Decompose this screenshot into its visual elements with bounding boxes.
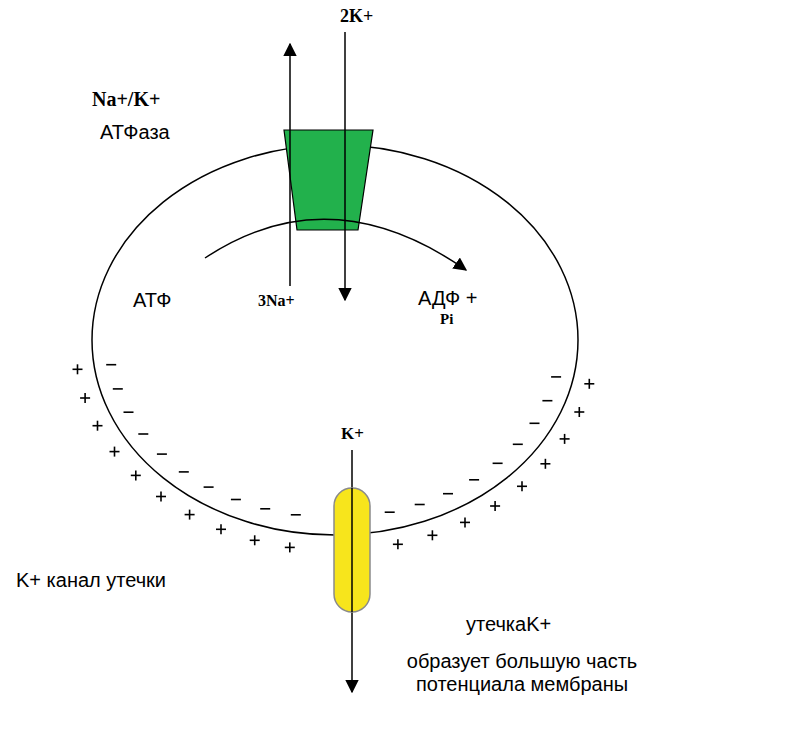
sign-bar	[385, 511, 395, 513]
sign-bar	[157, 453, 167, 455]
sign-bar	[254, 535, 256, 545]
minus-sign	[231, 499, 241, 500]
plus-sign	[131, 470, 141, 480]
sign-bar	[588, 379, 590, 389]
sign-bar	[84, 393, 86, 403]
ion-label: K+	[341, 424, 364, 444]
leak-channel-symbol	[334, 488, 370, 612]
sign-bar	[415, 504, 425, 506]
sign-bar	[124, 411, 134, 413]
atp-arrow	[205, 219, 466, 270]
sign-bar	[135, 470, 137, 480]
plus-sign	[540, 459, 550, 469]
sign-bar	[521, 481, 523, 491]
sign-bar	[97, 421, 99, 431]
plus-sign	[393, 539, 403, 549]
minus-sign	[179, 471, 189, 472]
note-text: утечкаK+	[466, 613, 551, 636]
plus-sign	[93, 421, 103, 431]
charge-signs	[73, 364, 595, 552]
plus-sign	[517, 481, 527, 491]
plus-sign	[460, 517, 470, 527]
sign-bar	[493, 462, 503, 464]
plus-sign	[80, 393, 90, 403]
plus-sign	[574, 407, 584, 417]
minus-sign	[551, 376, 561, 377]
minus-sign	[493, 463, 503, 464]
note-text: образует большую часть потенциала мембра…	[382, 650, 662, 696]
minus-sign	[443, 493, 453, 494]
potassium-arrow	[344, 32, 346, 300]
sign-bar	[291, 514, 301, 516]
plus-sign	[185, 510, 195, 520]
sign-bar	[545, 459, 547, 469]
minus-sign	[415, 504, 425, 505]
ion-label: 2K+	[340, 6, 373, 27]
channel-label: K+ канал утечки	[16, 569, 166, 592]
minus-sign	[291, 514, 301, 515]
ion-label: 3Na+	[258, 292, 295, 310]
sign-bar	[289, 542, 291, 552]
sign-bar	[77, 364, 79, 374]
sign-bar	[564, 434, 566, 444]
leak-arrow-inner	[351, 488, 353, 612]
plus-sign	[73, 364, 83, 374]
minus-sign	[469, 479, 479, 480]
plus-sign	[216, 524, 226, 534]
sign-bar	[469, 479, 479, 481]
leak-arrow	[351, 450, 353, 692]
sign-bar	[578, 407, 580, 417]
sign-bar	[231, 499, 241, 501]
plus-sign	[285, 542, 295, 552]
sign-bar	[114, 447, 116, 457]
enzyme-label: АТФаза	[100, 121, 170, 144]
minus-sign	[542, 400, 552, 401]
sign-bar	[494, 501, 496, 511]
pump-symbol	[284, 130, 373, 230]
sign-bar	[138, 433, 148, 435]
molecule-label: АДФ +	[418, 287, 478, 310]
sign-bar	[530, 422, 540, 424]
minus-sign	[513, 444, 523, 445]
minus-sign	[260, 508, 270, 509]
minus-sign	[138, 434, 148, 435]
sign-bar	[220, 524, 222, 534]
sodium-arrow	[289, 44, 291, 286]
sign-bar	[397, 539, 399, 549]
sign-bar	[551, 376, 561, 378]
sign-bar	[160, 492, 162, 502]
sign-bar	[106, 364, 116, 366]
sign-bar	[113, 388, 123, 390]
plus-sign	[250, 535, 260, 545]
plus-sign	[584, 379, 594, 389]
sign-bar	[432, 530, 434, 540]
sign-bar	[260, 508, 270, 510]
plus-sign	[427, 530, 437, 540]
sign-bar	[204, 486, 214, 488]
enzyme-label: Na+/K+	[92, 88, 160, 111]
minus-sign	[530, 423, 540, 424]
minus-sign	[113, 388, 123, 389]
sign-bar	[443, 493, 453, 495]
minus-sign	[204, 487, 214, 488]
minus-sign	[124, 412, 134, 413]
sign-bar	[189, 510, 191, 520]
sign-bar	[179, 471, 189, 473]
sign-bar	[513, 443, 523, 445]
plus-sign	[490, 501, 500, 511]
plus-sign	[560, 434, 570, 444]
sign-bar	[464, 517, 466, 527]
molecule-label: АТФ	[133, 289, 172, 312]
plus-sign	[110, 447, 120, 457]
molecule-label: Pi	[440, 311, 453, 328]
minus-sign	[157, 454, 167, 455]
minus-sign	[106, 364, 116, 365]
minus-sign	[385, 512, 395, 513]
plus-sign	[156, 492, 166, 502]
sign-bar	[542, 400, 552, 402]
